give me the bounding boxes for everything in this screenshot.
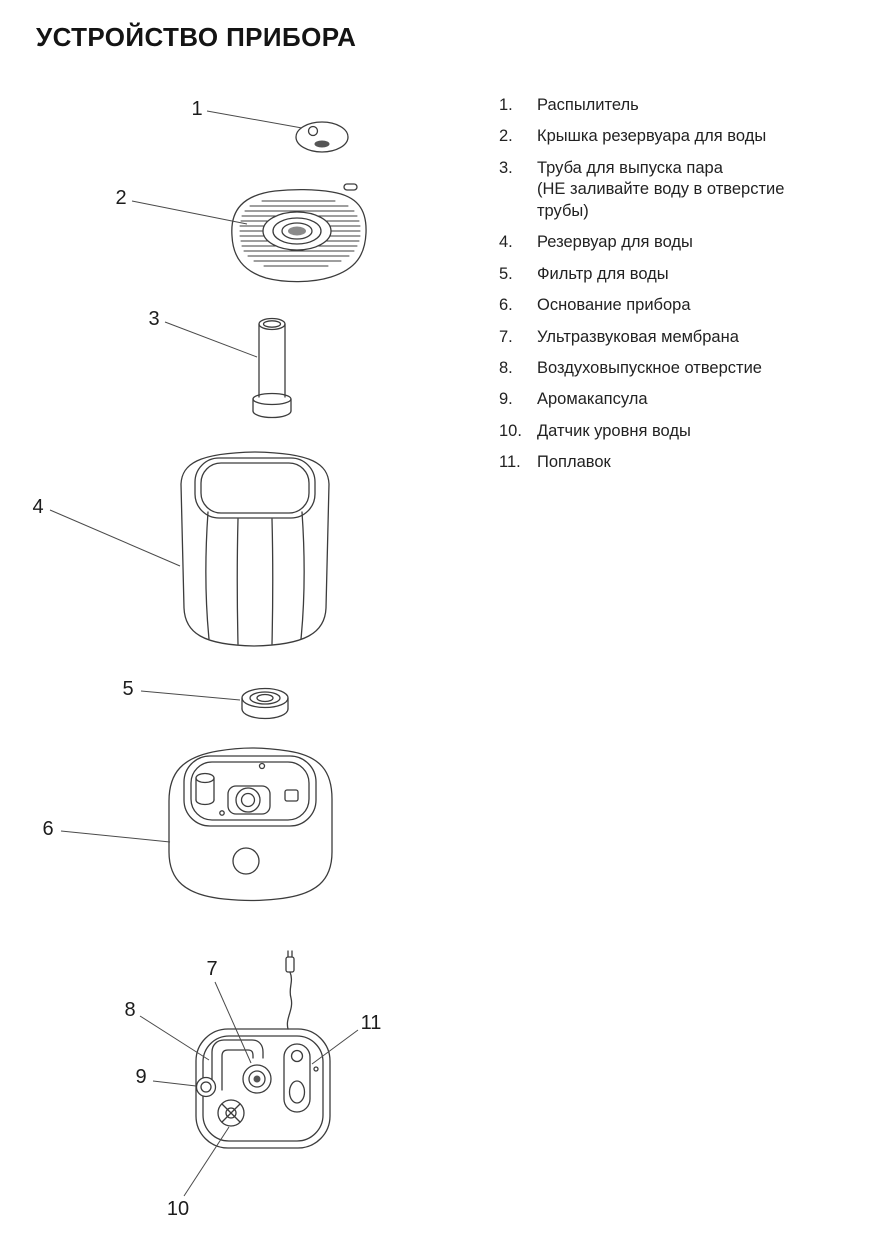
legend-item-number: 6. — [499, 296, 513, 315]
part-2-lid-drawing — [231, 183, 367, 283]
callout-11: 11 — [361, 1012, 382, 1034]
legend-item-label: Распылитель — [537, 96, 639, 114]
legend-item-number: 4. — [499, 233, 513, 252]
legend-item-5: 5. Фильтр для воды — [499, 264, 851, 285]
legend-item-10: 10. Датчик уровня воды — [499, 421, 851, 442]
callout-7: 7 — [206, 958, 217, 980]
legend-item-7: 7. Ультразвуковая мембрана — [499, 327, 851, 348]
page-title: УСТРОЙСТВО ПРИБОРА — [36, 22, 357, 52]
legend-item-label: Датчик уровня воды — [537, 421, 691, 440]
legend-item-3: 3. Труба для выпуска пара (НЕ заливайте … — [499, 158, 851, 222]
legend-item-label-main: Труба для выпуска пара — [537, 158, 723, 177]
legend-item-9: 9. Аромакапсула — [499, 389, 851, 410]
callout-3: 3 — [148, 308, 159, 330]
part-1-sprayer-drawing — [295, 121, 349, 153]
legend-item-number: 9. — [499, 390, 513, 409]
callout-8: 8 — [124, 999, 135, 1021]
callout-2: 2 — [115, 187, 126, 209]
legend-item-number: 5. — [499, 264, 513, 283]
legend-item-number: 7. — [499, 327, 513, 346]
legend-item-number: 10. — [499, 421, 522, 440]
legend-item-4: 4. Резервуар для воды — [499, 232, 851, 253]
part-6-base-drawing — [168, 747, 333, 902]
callout-9: 9 — [135, 1066, 146, 1088]
callout-6: 6 — [42, 818, 53, 840]
callout-10: 10 — [167, 1198, 189, 1220]
callout-4: 4 — [32, 496, 43, 518]
legend-item-label: Основание прибора — [537, 296, 691, 315]
part-4-water-tank-drawing — [180, 451, 330, 647]
legend-item-label: Труба для выпуска пара (НЕ заливайте вод… — [537, 158, 851, 222]
legend-item-number: 3. — [499, 158, 513, 177]
legend-item-label: Резервуар для воды — [537, 233, 693, 252]
base-interior-view-drawing — [195, 950, 331, 1149]
parts-legend: 1. Распылитель 2. Крышка резервуара для … — [499, 95, 851, 484]
legend-item-6: 6. Основание прибора — [499, 295, 851, 316]
legend-item-label: Воздуховыпускное отверстие — [537, 358, 762, 377]
legend-item-number: 8. — [499, 358, 513, 377]
legend-item-label: Крышка резервуара для воды — [537, 127, 767, 146]
part-5-filter-drawing — [241, 687, 289, 720]
legend-item-number: 11. — [499, 453, 521, 472]
legend-item-number: 2. — [499, 127, 513, 146]
legend-item-2: 2. Крышка резервуара для воды — [499, 126, 851, 147]
legend-item-11: 11. Поплавок — [499, 452, 851, 473]
legend-item-note: (НЕ заливайте воду в отверстие трубы) — [537, 180, 785, 220]
legend-item-8: 8. Воздуховыпускное отверстие — [499, 358, 851, 379]
callout-1: 1 — [191, 98, 202, 120]
exploded-view-diagram: 1 2 3 4 5 6 7 8 9 10 11 — [32, 98, 382, 1220]
legend-item-number: 1. — [499, 96, 513, 114]
legend-item-label: Аромакапсула — [537, 390, 648, 409]
leader-lines — [49, 110, 359, 1197]
legend-item-label: Ультразвуковая мембрана — [537, 327, 739, 346]
part-3-steam-tube-drawing — [252, 317, 292, 419]
legend-item-1: 1. Распылитель — [499, 95, 851, 116]
callout-5: 5 — [122, 678, 133, 700]
legend-item-label: Фильтр для воды — [537, 264, 669, 283]
legend-item-label: Поплавок — [537, 453, 611, 472]
